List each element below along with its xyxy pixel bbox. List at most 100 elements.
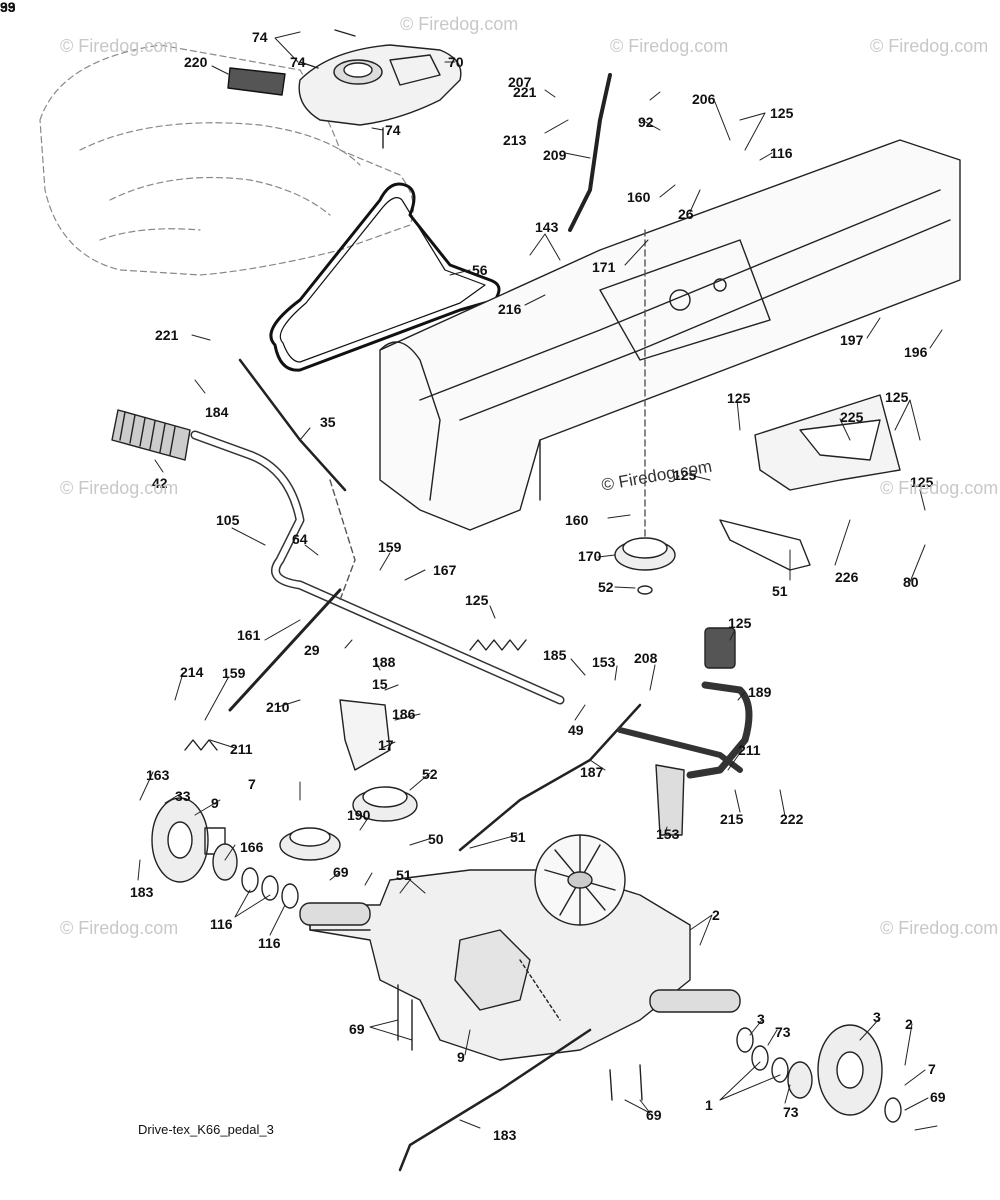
part-number-label: 197: [840, 332, 864, 348]
watermark-text: © Firedog.com: [880, 478, 999, 498]
part-number-label: 52: [422, 766, 438, 782]
part-number-label: 26: [678, 206, 694, 222]
part-number-label: 125: [770, 105, 794, 121]
part-number-label: 211: [738, 742, 761, 758]
part-number-label: 183: [130, 884, 154, 900]
part-number-label: 33: [0, 0, 16, 15]
part-number-label: 220: [184, 54, 208, 70]
part-number-label: 3: [873, 1009, 881, 1025]
part-number-label: 167: [433, 562, 457, 578]
watermark-text: © Firedog.com: [60, 918, 179, 938]
part-number-label: 214: [180, 664, 204, 680]
part-number-label: 209: [543, 147, 567, 163]
drive-belt-inner: [279, 197, 486, 363]
part-number-label: 2: [905, 1016, 913, 1032]
part-number-label: 170: [578, 548, 602, 564]
screws-74: [299, 29, 384, 149]
washers-right: [736, 1027, 902, 1123]
spring-small: [184, 739, 218, 751]
part-number-label: 160: [627, 189, 651, 205]
watermark-text: © Firedog.com: [60, 36, 179, 56]
part-number-label: 196: [904, 344, 928, 360]
part-number-label: 125: [727, 390, 751, 406]
part-number-label: 159: [378, 539, 402, 555]
part-number-label: 125: [885, 389, 909, 405]
part-number-label: 125: [728, 615, 752, 631]
part-number-label: 73: [775, 1024, 791, 1040]
part-number-label: 210: [266, 699, 290, 715]
part-number-label: 42: [152, 475, 168, 491]
part-215: [655, 764, 685, 836]
part-number-label: 143: [535, 219, 559, 235]
part-number-label: 105: [216, 512, 240, 528]
part-number-label: 17: [378, 737, 394, 753]
part-number-label: 64: [292, 531, 308, 547]
part-number-label: 188: [372, 654, 396, 670]
part-number-label: 116: [770, 145, 793, 161]
part-number-label: 225: [840, 409, 864, 425]
part-number-label: 69: [646, 1107, 662, 1123]
pedal-shaft-core: [192, 432, 563, 703]
part-number-label: 35: [320, 414, 336, 430]
idler-bracket: [339, 699, 391, 771]
pulley-top: [614, 537, 676, 595]
part-number-label: 125: [673, 467, 697, 483]
drive-belt: [269, 182, 501, 372]
part-number-label: 171: [592, 259, 616, 275]
part-number-label: 183: [493, 1127, 517, 1143]
leader-lines: [137, 31, 943, 1131]
part-number-label: 186: [392, 706, 416, 722]
part-number-label: 185: [543, 647, 567, 663]
part-number-label: 221: [513, 84, 537, 100]
pulley-52: [279, 827, 341, 861]
part-number-label: 153: [656, 826, 680, 842]
spring: [469, 639, 527, 651]
shift-rod: [568, 73, 612, 232]
part-number-label: 190: [347, 807, 371, 823]
part-number-label: 215: [720, 811, 744, 827]
part-number-label: 153: [592, 654, 616, 670]
part-number-label: 7: [248, 776, 256, 792]
part-number-label: 216: [498, 301, 522, 317]
part-number-label: 51: [772, 583, 788, 599]
pedal-grip: [111, 409, 191, 461]
part-number-label: 29: [304, 642, 320, 658]
watermark-text: © Firedog.com: [880, 918, 999, 938]
rod-163: [458, 703, 642, 852]
part-number-label: 51: [396, 867, 412, 883]
part-number-label: 116: [210, 916, 233, 932]
part-number-label: 80: [903, 574, 919, 590]
part-number-label: 116: [258, 935, 281, 951]
part-number-label: 226: [835, 569, 859, 585]
part-number-label: 2: [712, 907, 720, 923]
diagram-caption: Drive-tex_K66_pedal_3: [138, 1122, 274, 1137]
fender-cover: [298, 44, 462, 126]
washers-left: [212, 843, 299, 909]
decal: [227, 67, 286, 96]
part-number-label: 3: [757, 1011, 765, 1027]
part-number-label: 69: [930, 1089, 946, 1105]
part-number-label: 211: [230, 741, 253, 757]
part-number-label: 50: [428, 831, 444, 847]
hub-left: [151, 797, 226, 883]
part-number-label: 69: [349, 1021, 365, 1037]
hub-right: [817, 1024, 883, 1116]
part-number-label: 207: [508, 74, 532, 90]
part-number-label: 187: [580, 764, 604, 780]
watermark-text: © Firedog.com: [60, 478, 179, 498]
transaxle: [299, 834, 741, 1061]
part-number-label: 73: [783, 1104, 799, 1120]
part-number-label: 56: [472, 262, 488, 278]
part-number-label: 7: [928, 1061, 936, 1077]
rod-99: [398, 1028, 592, 1172]
pulley-50: [352, 786, 418, 822]
part-number-label: 92: [638, 114, 654, 130]
part-number-label: 222: [780, 811, 804, 827]
part-number-label: 189: [748, 684, 772, 700]
watermark-text: © Firedog.com: [870, 36, 989, 56]
pedal-pad: [704, 627, 736, 669]
part-number-label: 69: [333, 864, 349, 880]
link-rod: [228, 588, 342, 712]
watermark-text: © Firedog.com: [610, 36, 729, 56]
